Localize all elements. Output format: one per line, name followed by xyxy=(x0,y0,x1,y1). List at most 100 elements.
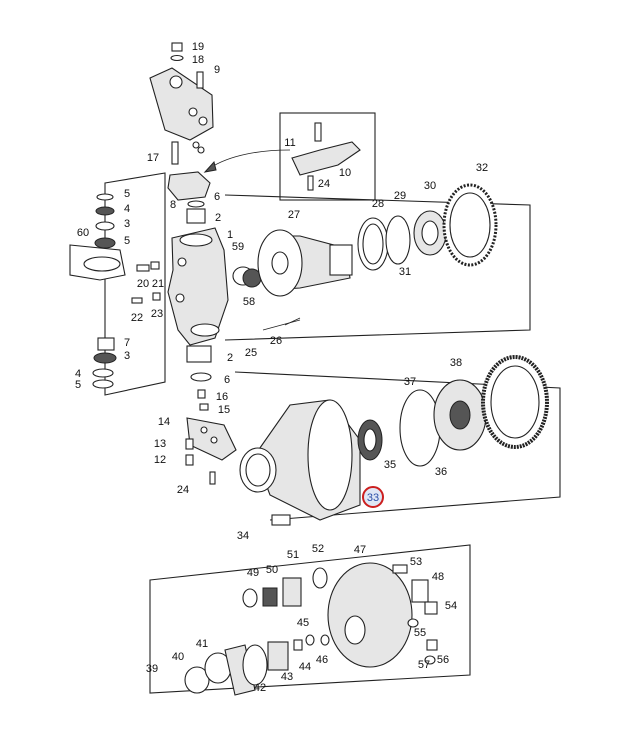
callout-c2a: 2 xyxy=(215,212,221,224)
callout-c35: 35 xyxy=(384,459,396,471)
planet-gear-51 xyxy=(282,577,302,607)
ring-gear-38-inner xyxy=(490,365,540,439)
hub-flange xyxy=(307,399,353,511)
washer-46 xyxy=(320,634,330,646)
knuckle-hole xyxy=(177,257,187,267)
callout-c34: 34 xyxy=(237,530,249,542)
callout-c10: 10 xyxy=(339,167,351,179)
bolt-16 xyxy=(197,389,206,399)
callout-c52: 52 xyxy=(312,543,324,555)
spindle-splines xyxy=(329,244,353,276)
callout-c8: 8 xyxy=(170,199,176,211)
callout-c25: 25 xyxy=(245,347,257,359)
bolt-9 xyxy=(196,71,204,89)
highlighted-callout-label[interactable]: 33 xyxy=(367,492,379,504)
highlight-ring[interactable] xyxy=(362,486,384,508)
washer-52 xyxy=(312,567,328,589)
inset-detail-parts xyxy=(203,122,361,191)
callout-c16: 16 xyxy=(216,391,228,403)
planet-housing-47 xyxy=(327,562,413,668)
callout-c23: 23 xyxy=(151,308,163,320)
bolt-12 xyxy=(185,454,194,466)
knuckle-bottom-bore xyxy=(190,323,220,337)
bearing-4 xyxy=(95,206,115,216)
callout-c13: 13 xyxy=(154,438,166,450)
shim-6 xyxy=(187,200,205,208)
stud-26 xyxy=(284,317,301,326)
seal-ring-28-inner xyxy=(362,223,384,265)
pin-24 xyxy=(209,471,216,485)
bracket-bolt-hole xyxy=(198,116,208,126)
plug-56 xyxy=(426,639,438,651)
frame-wheel-hub-lower xyxy=(234,371,561,521)
callout-c48: 48 xyxy=(432,571,444,583)
callout-c42: 42 xyxy=(254,682,266,694)
callout-c53: 53 xyxy=(410,556,422,568)
callout-c54: 54 xyxy=(445,600,457,612)
callout-c41: 41 xyxy=(196,638,208,650)
steering-knuckle-assembly xyxy=(69,42,237,485)
callout-c4a: 4 xyxy=(124,203,130,215)
callout-c57: 57 xyxy=(418,659,430,671)
bolt-13 xyxy=(185,438,194,450)
callout-c50: 50 xyxy=(266,564,278,576)
cap-7 xyxy=(97,337,115,351)
callout-c46: 46 xyxy=(316,654,328,666)
ring-39 xyxy=(184,666,210,694)
inset-pin-24 xyxy=(307,175,314,191)
callout-c51: 51 xyxy=(287,549,299,561)
callout-c11: 11 xyxy=(284,137,295,149)
inset-pointer-arrow xyxy=(209,149,291,169)
callout-c60: 60 xyxy=(77,227,89,239)
callout-c37: 37 xyxy=(404,376,416,388)
callout-c32: 32 xyxy=(476,162,488,174)
callout-c19: 19 xyxy=(192,41,204,53)
callout-c9: 9 xyxy=(214,64,220,76)
bearing-30-bore xyxy=(421,220,439,246)
fitting-21 xyxy=(150,261,160,270)
carrier-hub xyxy=(449,400,471,430)
callout-c56: 56 xyxy=(437,654,449,666)
ring-3 xyxy=(95,221,115,231)
spacer-44 xyxy=(293,639,303,651)
callout-c7a: 7 xyxy=(124,337,130,349)
ring-42 xyxy=(242,644,268,686)
callout-c36: 36 xyxy=(435,466,447,478)
snap-ring-29 xyxy=(385,215,411,265)
snap-ring-36 xyxy=(399,389,441,467)
knuckle-body-1 xyxy=(167,227,229,346)
callout-c22: 22 xyxy=(131,312,143,324)
inset-steering-arm-10 xyxy=(291,141,361,176)
sun-gear-43 xyxy=(267,641,289,671)
callout-c27: 27 xyxy=(288,209,300,221)
plate-hole xyxy=(210,436,218,444)
bearing-35-bore xyxy=(363,428,377,452)
callout-c4b: 4 xyxy=(75,368,81,380)
section-frames xyxy=(104,112,561,694)
bolt-20 xyxy=(136,264,150,272)
seal-5 xyxy=(96,193,114,201)
bracket-bolt-hole xyxy=(188,107,198,117)
knuckle-hole xyxy=(175,293,185,303)
callout-c24b: 24 xyxy=(318,178,330,190)
callout-c47: 47 xyxy=(354,544,366,556)
inset-bolt-11 xyxy=(314,122,322,142)
lower-bushing-2 xyxy=(186,345,212,363)
callout-c5c: 5 xyxy=(75,379,81,391)
callout-c17: 17 xyxy=(147,152,159,164)
frame-planetary-reduction xyxy=(149,544,471,694)
plug-54 xyxy=(424,601,438,615)
bearing-3 xyxy=(93,352,117,364)
callout-c55: 55 xyxy=(414,627,426,639)
callout-c49: 49 xyxy=(247,567,259,579)
planetary-reduction-assembly xyxy=(184,562,438,696)
callout-c3b: 3 xyxy=(124,350,130,362)
highlighted-callout-marker[interactable]: 33 xyxy=(362,486,384,508)
ring-4 xyxy=(92,368,114,378)
callout-c43: 43 xyxy=(281,671,293,683)
callout-c31: 31 xyxy=(399,266,411,278)
callout-c28: 28 xyxy=(372,198,384,210)
frame-kingpin-assembly xyxy=(104,172,166,396)
callout-c18: 18 xyxy=(192,54,204,66)
